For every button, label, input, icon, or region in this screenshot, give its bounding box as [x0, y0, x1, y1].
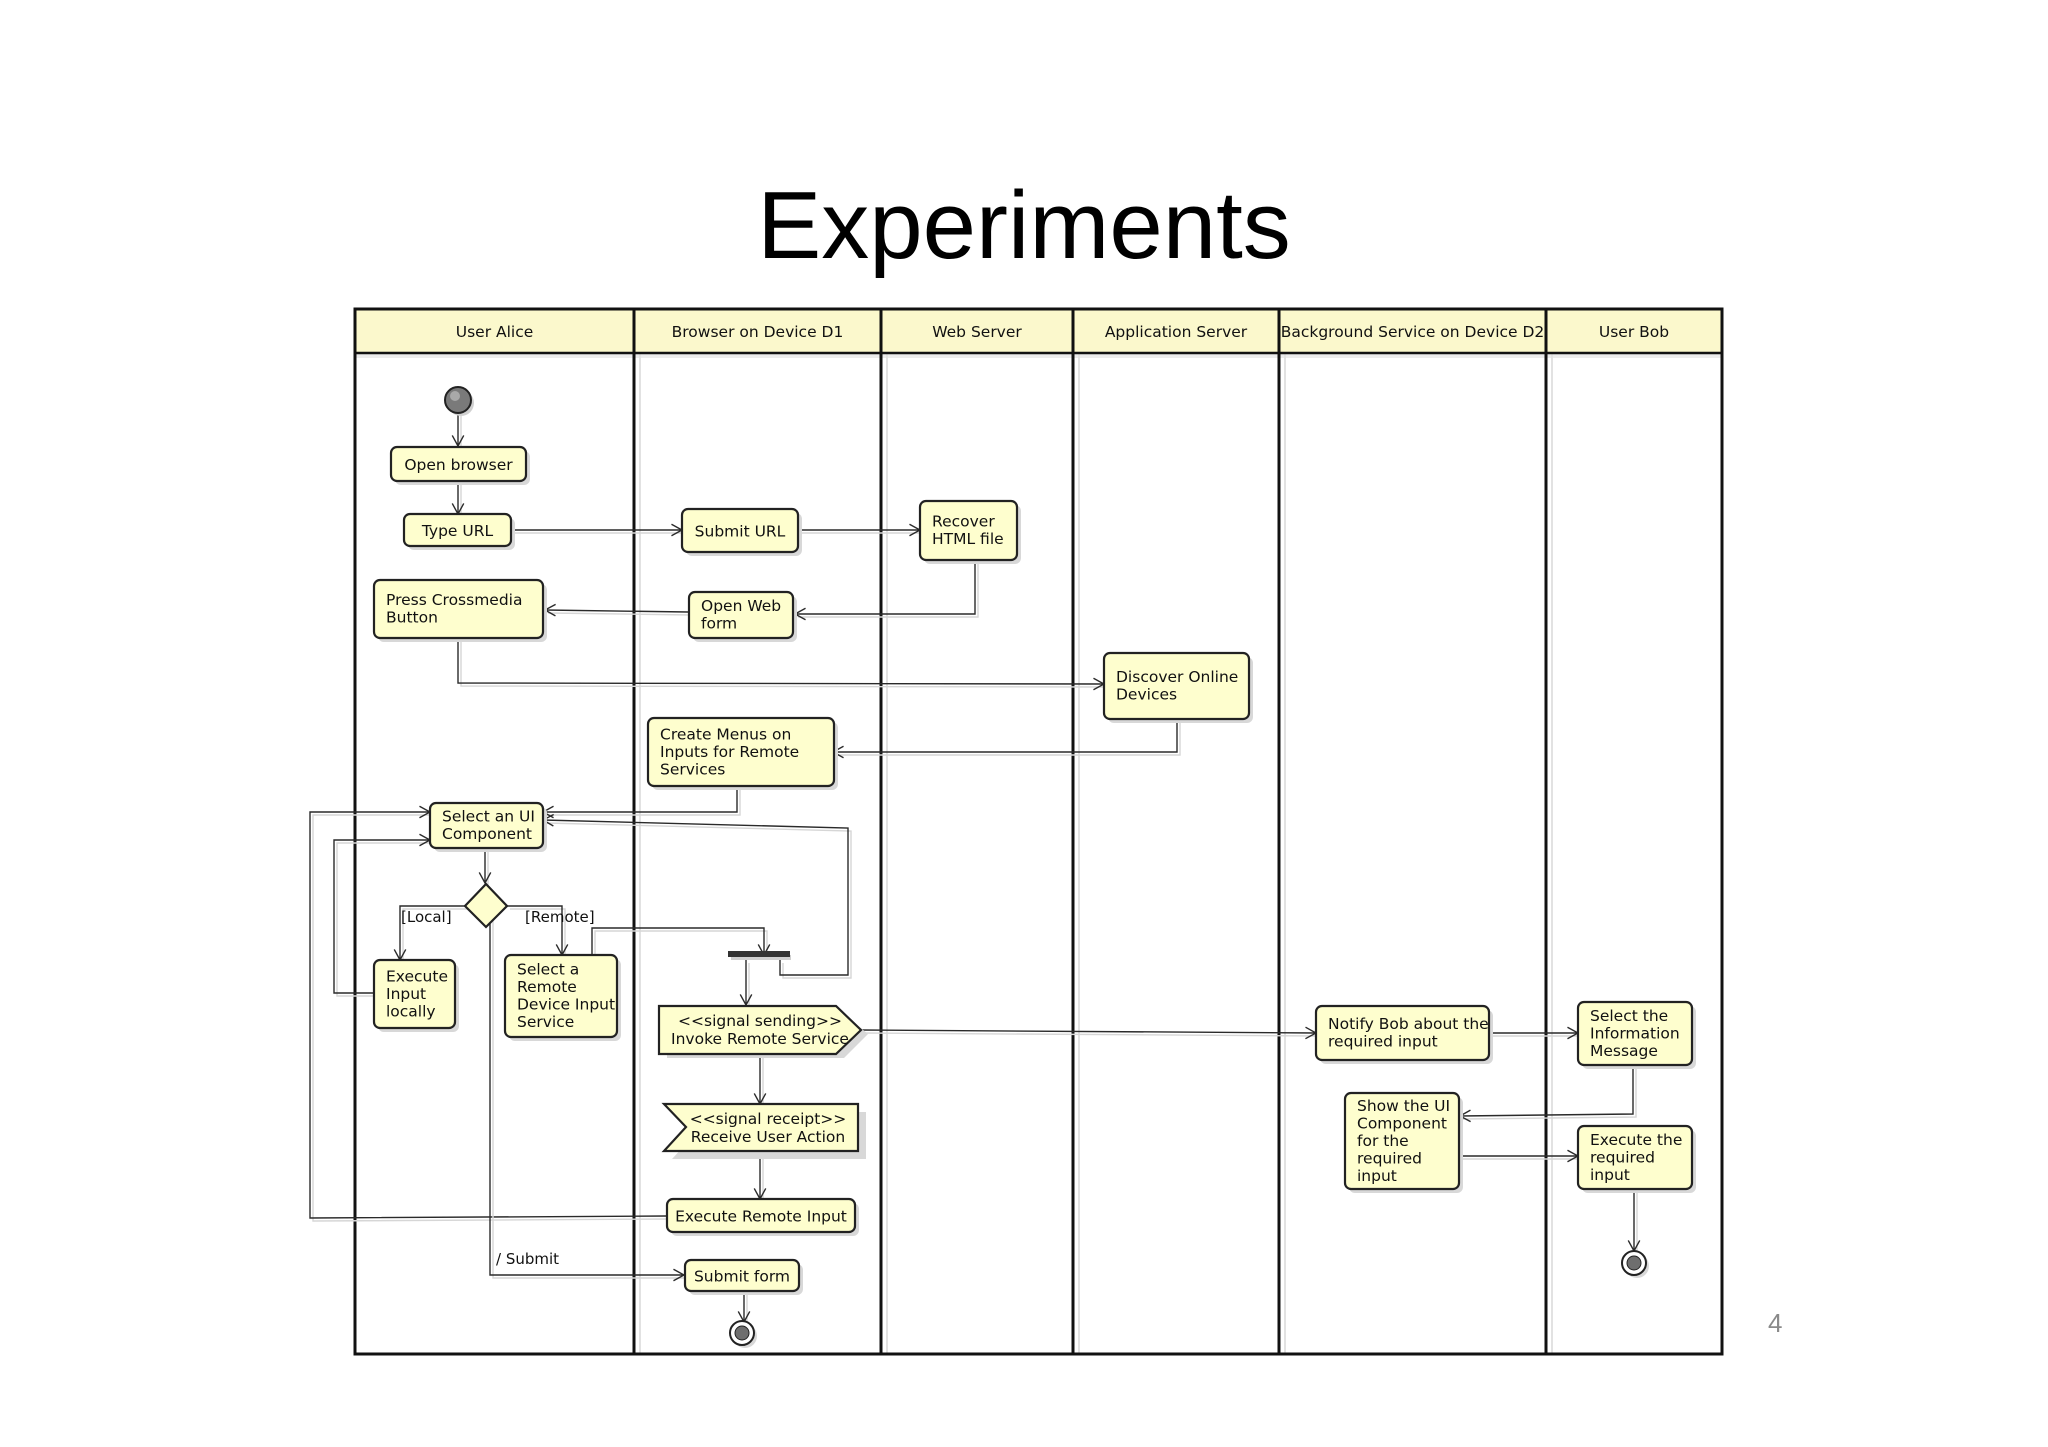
- edge-local-loop: [333, 839, 430, 994]
- node-discover-devices: [1102, 651, 1251, 721]
- lane-header-shadow: [355, 353, 1722, 358]
- lane-header-band: [355, 309, 1722, 353]
- node-select-remote: [503, 953, 619, 1039]
- edge-recover-openform: [795, 560, 976, 615]
- lane-header-4: Background Service on Device D2: [1281, 323, 1545, 341]
- edge-menus-selectui-shadow: [546, 789, 741, 816]
- lane-header-3: Application Server: [1105, 323, 1248, 341]
- node-end-bob-core: [1626, 1255, 1642, 1271]
- node-create-menus: [646, 716, 836, 788]
- edge-local: [399, 905, 465, 960]
- node-receive-action: [661, 1102, 860, 1153]
- node-show-ui: [1343, 1091, 1461, 1191]
- edge-select-show-shadow: [1462, 1068, 1637, 1120]
- edge-select-show: [1459, 1065, 1634, 1117]
- node-invoke-remote-label: <<signal sending>>Invoke Remote Service: [671, 1012, 849, 1048]
- node-execute-remote-label: Execute Remote Input: [675, 1208, 847, 1226]
- node-fork-shadow: [731, 955, 791, 960]
- node-press-crossmedia: [372, 578, 545, 640]
- edge-remote: [507, 905, 563, 955]
- edge-decision-submit-shadow: [492, 894, 687, 1279]
- node-fork-bar: [728, 951, 790, 957]
- edge-selectui-decision-arrowhead: [478, 872, 492, 885]
- node-execute-required: [1576, 1124, 1694, 1191]
- node-end-alice-core: [734, 1325, 750, 1341]
- edge-remote-fork: [591, 927, 765, 955]
- edge-remote-fork-shadow: [594, 930, 768, 958]
- edge-menus-selectui: [543, 786, 738, 813]
- node-open-browser: [389, 445, 528, 483]
- node-decision: [463, 882, 509, 929]
- node-submit-url-label: Submit URL: [695, 523, 786, 541]
- lane-header-2: Web Server: [932, 323, 1022, 341]
- edge-decision-submit: [489, 891, 684, 1276]
- node-start-highlight: [450, 391, 460, 401]
- edge-execute-loop: [309, 811, 668, 1219]
- node-invoke-remote: [657, 1004, 863, 1056]
- edge-discover-menus: [833, 719, 1178, 753]
- diagram-frame: [353, 307, 1724, 1356]
- edge-execute-loop-shadow: [312, 814, 671, 1222]
- slide-title: Experiments: [757, 172, 1291, 279]
- node-submit-form: [683, 1258, 801, 1293]
- edge-fork-selectui: [542, 819, 849, 976]
- node-open-web-form: [687, 590, 795, 640]
- guard-remote: [Remote]: [525, 908, 595, 926]
- edge-local-loop-shadow: [336, 842, 433, 997]
- edge-remote-shadow: [510, 908, 566, 958]
- node-select-ui: [428, 801, 545, 850]
- edge-invoke-notify: [859, 1029, 1317, 1034]
- node-recover-html: [918, 499, 1019, 562]
- node-notify-bob: [1314, 1004, 1491, 1062]
- node-type-url: [402, 512, 513, 548]
- edge-invoke-notify-shadow: [862, 1032, 1320, 1037]
- guard-labels: [Local] [Remote] / Submit: [401, 908, 595, 1268]
- node-type-url-label: Type URL: [421, 522, 494, 540]
- lane-header-0: User Alice: [456, 323, 534, 341]
- node-submit-form-label: Submit form: [694, 1268, 790, 1286]
- node-select-info: [1576, 1000, 1694, 1067]
- edge-openform-press: [544, 609, 689, 613]
- edge-local-shadow: [402, 908, 468, 963]
- node-execute-locally: [372, 958, 457, 1030]
- edge-recover-openform-shadow: [798, 563, 979, 618]
- node-receive-action-label: <<signal receipt>>Receive User Action: [690, 1110, 847, 1146]
- page-number: 4: [1768, 1308, 1783, 1338]
- node-submit-url: [680, 507, 800, 554]
- lane-header-1: Browser on Device D1: [672, 323, 844, 341]
- edge-fork-selectui-shadow: [545, 822, 852, 979]
- edge-openform-press-shadow: [547, 612, 692, 616]
- edge-press-discover: [457, 638, 1105, 685]
- guard-submit: / Submit: [496, 1250, 559, 1268]
- node-open-browser-label: Open browser: [404, 456, 513, 474]
- edge-discover-menus-shadow: [836, 722, 1181, 756]
- lane-header-5: User Bob: [1599, 323, 1669, 341]
- node-execute-remote: [665, 1197, 857, 1234]
- guard-local: [Local]: [401, 908, 452, 926]
- edge-press-discover-shadow: [460, 641, 1108, 688]
- swimlanes: User Alice Browser on Device D1 Web Server…: [353, 307, 1724, 1356]
